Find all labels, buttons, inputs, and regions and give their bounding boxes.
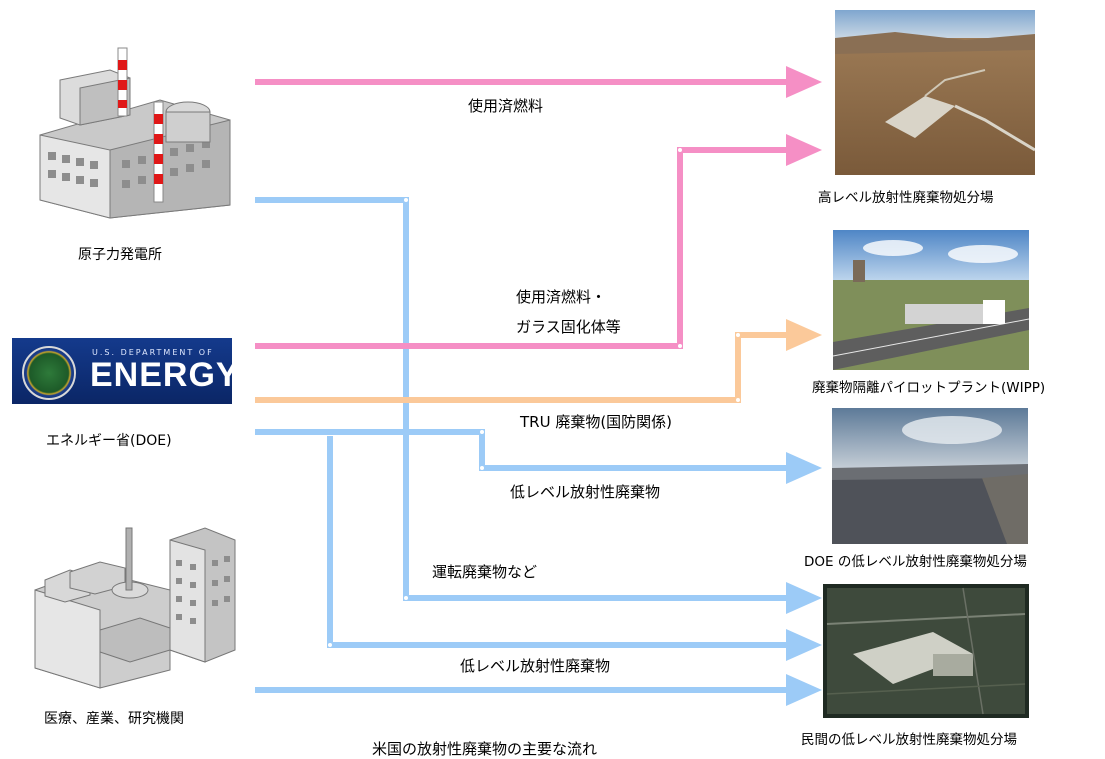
arrowhead-doe-private	[786, 629, 822, 661]
private-lowlevel-site-photo	[823, 584, 1029, 718]
flow-label-glass-line1: 使用済燃料・	[516, 288, 607, 306]
arrowhead-operational	[786, 582, 822, 614]
diagram-caption: 米国の放射性廃棄物の主要な流れ	[372, 740, 598, 758]
flow-doe-tru	[255, 332, 790, 403]
arrowhead-doe-low	[786, 452, 822, 484]
flow-label-tru: TRU 廃棄物(国防関係)	[520, 413, 673, 431]
flow-label-lowlevel-1: 低レベル放射性廃棄物	[510, 483, 661, 501]
doe-seal-icon	[22, 346, 76, 400]
flow-label-spentfuel: 使用済燃料	[468, 97, 544, 115]
wipp-label: 廃棄物隔離パイロットプラント(WIPP)	[812, 380, 1046, 396]
medical-label: 医療、産業、研究機関	[44, 711, 184, 727]
power-plant-icon	[39, 47, 231, 219]
wipp-photo	[833, 230, 1029, 370]
flow-doe-glass	[255, 147, 790, 349]
doe-logo-big-text: ENERGY	[90, 356, 232, 394]
doe-lowlevel-site-photo	[832, 408, 1028, 544]
doe-label: エネルギー省(DOE)	[46, 433, 172, 449]
flow-label-glass-line2: ガラス固化体等	[516, 318, 621, 336]
private-lowlevel-site-label: 民間の低レベル放射性廃棄物処分場	[801, 732, 1017, 748]
high-level-site-label: 高レベル放射性廃棄物処分場	[818, 190, 994, 206]
plant-label: 原子力発電所	[78, 247, 162, 263]
flow-doe-lowlevel	[255, 429, 790, 471]
high-level-site-photo	[835, 10, 1035, 175]
arrowhead-tru	[786, 319, 822, 351]
arrowhead-glass	[786, 134, 822, 166]
doe-lowlevel-site-label: DOE の低レベル放射性廃棄物処分場	[804, 554, 1027, 570]
doe-logo-small-text: U.S. DEPARTMENT OF	[92, 348, 214, 357]
arrowhead-spentfuel	[786, 66, 822, 98]
flow-label-lowlevel-2: 低レベル放射性廃棄物	[460, 657, 611, 675]
arrowhead-medical	[786, 674, 822, 706]
research-facility-icon	[34, 527, 236, 689]
doe-logo: U.S. DEPARTMENT OF ENERGY	[12, 338, 232, 404]
flow-label-operational: 運転廃棄物など	[432, 563, 538, 581]
